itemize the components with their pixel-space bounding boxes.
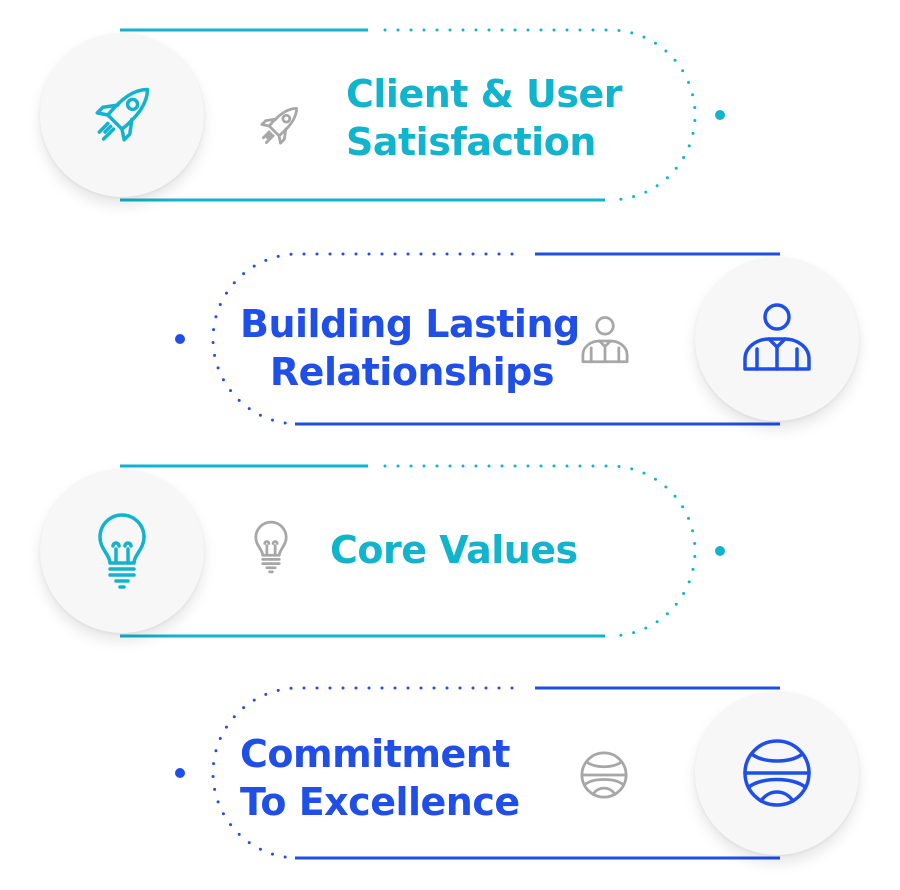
card-title: Commitment To Excellence (240, 730, 520, 826)
card-frame (120, 464, 725, 638)
value-card-client-satisfaction: Client & User Satisfaction (0, 12, 900, 212)
card-title-line-1: Building Lasting (240, 302, 580, 346)
value-card-building-relationships: Building Lasting Relationships (0, 238, 900, 438)
card-title-line-1: Client & User (346, 72, 623, 116)
person-tie-icon (743, 303, 811, 371)
value-card-core-values: Core Values (0, 448, 900, 648)
card-title-line-2: Satisfaction (346, 120, 596, 164)
globe-icon (743, 739, 811, 807)
card-title-line-1: Commitment (240, 732, 510, 776)
card-title: Client & User Satisfaction (346, 70, 623, 166)
icon-circle (695, 691, 859, 855)
card-title: Building Lasting Relationships (240, 300, 580, 396)
rocket-icon (95, 87, 150, 142)
person-tie-icon-small (581, 316, 629, 364)
card-title-line-2: To Excellence (240, 780, 520, 824)
card-frame (120, 28, 725, 202)
icon-circle (40, 469, 204, 633)
card-frame (175, 686, 780, 860)
card-title: Core Values (330, 526, 578, 574)
icon-circle (695, 257, 859, 421)
card-title-line-2: Relationships (269, 350, 555, 394)
icon-circle (40, 33, 204, 197)
card-frame (175, 252, 780, 426)
globe-icon-small (580, 751, 628, 799)
rocket-icon-small (260, 107, 298, 145)
lightbulb-icon-small (254, 520, 288, 574)
value-card-commitment-excellence: Commitment To Excellence (0, 672, 900, 872)
card-title-line-1: Core Values (330, 528, 578, 572)
lightbulb-icon (98, 513, 146, 589)
